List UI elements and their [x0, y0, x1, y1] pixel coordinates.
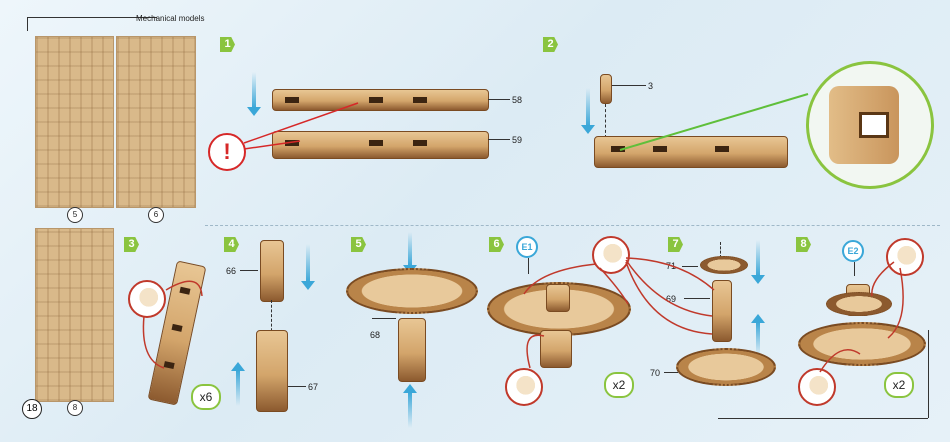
- zoom-pointer-line: [618, 90, 818, 160]
- sheet-8-number: 8: [67, 400, 83, 416]
- zoom-detail-circle: [806, 61, 934, 189]
- sheet-5-number: 5: [67, 207, 83, 223]
- part-59-label: 59: [512, 135, 522, 145]
- part-70-gear: [676, 348, 776, 386]
- step-4-up-arrow: [236, 370, 240, 406]
- sheet-6-number: 6: [148, 207, 164, 223]
- part-67-label: 67: [308, 382, 318, 392]
- step-5-down-arrow: [408, 232, 412, 266]
- step-2-down-arrow: [586, 88, 590, 126]
- step-4-down-arrow: [306, 244, 310, 282]
- part-70-label: 70: [650, 368, 660, 378]
- page-number: 18: [22, 399, 42, 419]
- bottom-rule: [718, 418, 928, 419]
- step-2-badge: 2: [543, 37, 558, 52]
- step-7-down-arrow: [756, 240, 760, 276]
- step-7-up-arrow: [756, 322, 760, 356]
- dashed-separator: [205, 225, 940, 226]
- step-4-badge: 4: [224, 237, 239, 252]
- step-7-glue-lines: [620, 250, 740, 350]
- step-8-multiplier: x2: [884, 372, 914, 398]
- header-rule-left: [27, 17, 28, 31]
- step-1-badge: 1: [220, 37, 235, 52]
- part-68-gear: [346, 268, 478, 314]
- part-66-label: 66: [226, 266, 236, 276]
- part-67-piece: [256, 330, 288, 412]
- step-3-multiplier: x6: [191, 384, 221, 410]
- part-58-label: 58: [512, 95, 522, 105]
- step-5-shaft: [398, 318, 426, 382]
- part-68-label: 68: [370, 330, 380, 340]
- step-5-up-arrow: [408, 392, 412, 428]
- step-5-badge: 5: [351, 237, 366, 252]
- sheet-6: [116, 36, 196, 208]
- warning-pointer-lines: [240, 95, 380, 155]
- step-8-glue-lines: [800, 250, 940, 400]
- part-3-piece: [600, 74, 612, 104]
- step-6-multiplier: x2: [604, 372, 634, 398]
- section-title: Mechanical models: [136, 14, 204, 23]
- step-3-glue-lines: [130, 270, 220, 390]
- sheet-8: [35, 228, 114, 402]
- part-66-piece: [260, 240, 284, 302]
- step-3-badge: 3: [124, 237, 139, 252]
- sheet-5: [35, 36, 114, 208]
